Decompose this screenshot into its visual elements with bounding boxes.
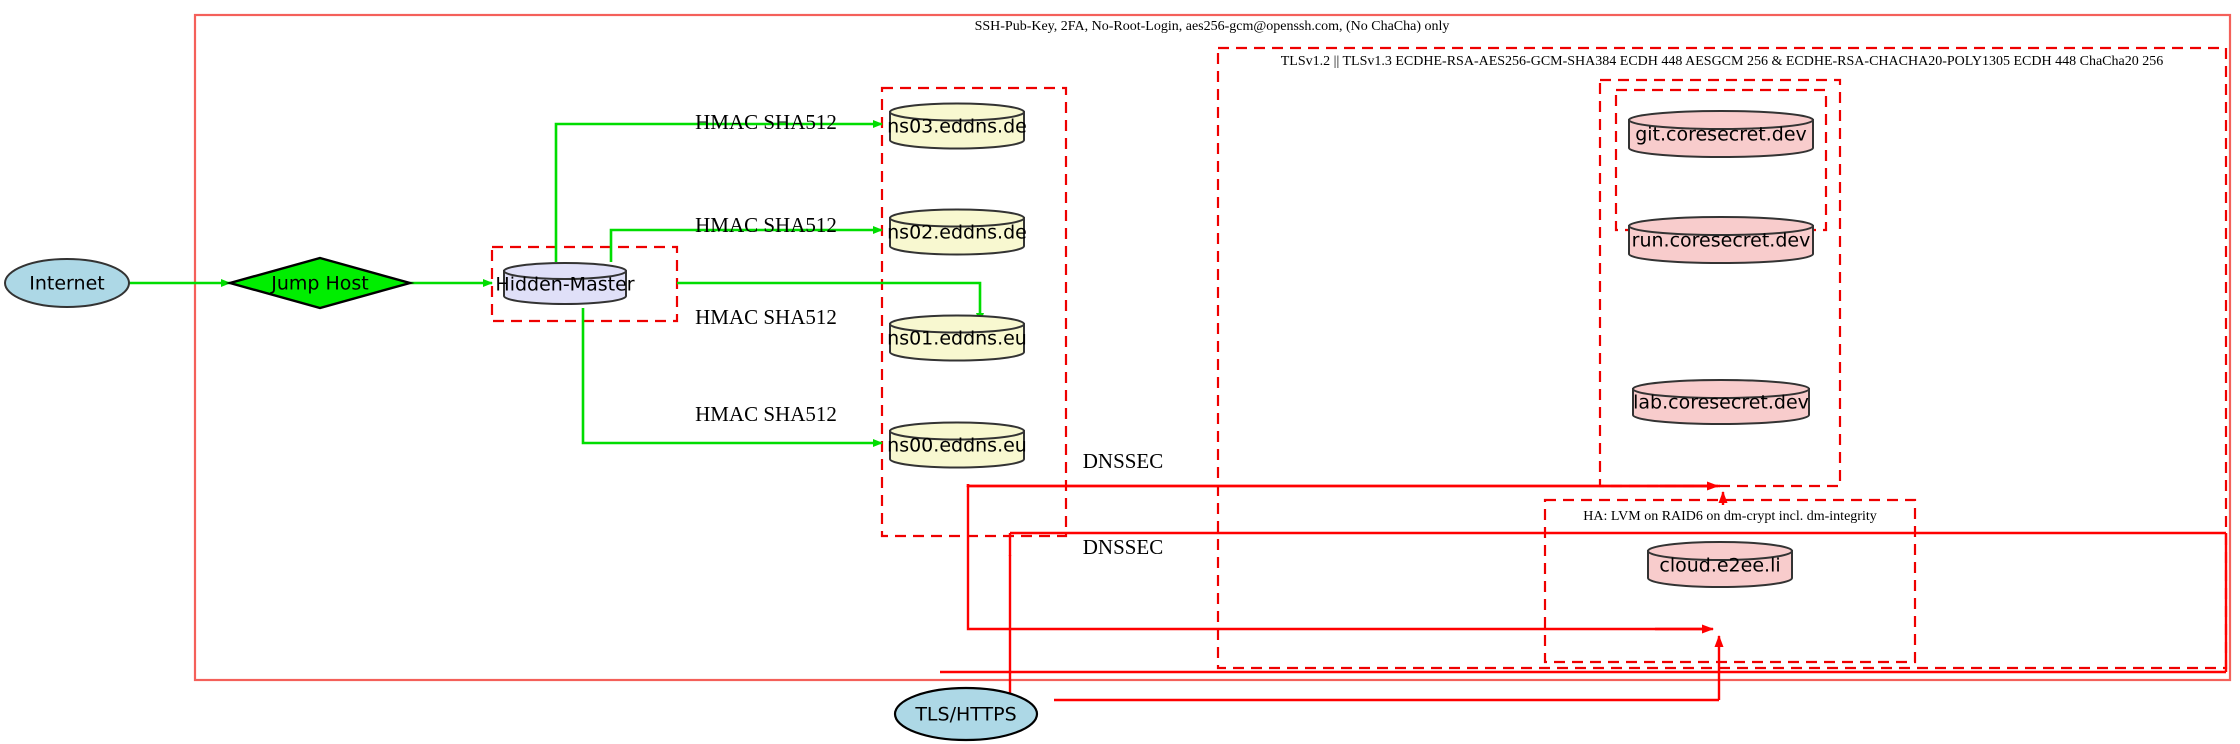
node-lab-label: lab.coresecret.dev: [1633, 392, 1809, 414]
cluster-ssh: SSH-Pub-Key, 2FA, No-Root-Login, aes256-…: [193, 13, 2232, 682]
node-ns01-label: ns01.eddns.eu: [887, 328, 1027, 350]
edge-label-hmac-ns00: HMAC SHA512: [695, 402, 837, 426]
node-ns03[interactable]: ns03.eddns.de: [887, 102, 1027, 150]
node-cloud-label: cloud.e2ee.li: [1659, 555, 1780, 577]
cluster-tls-label: TLSv1.2 || TLSv1.3 ECDHE-RSA-AES256-GCM-…: [1281, 54, 2163, 69]
edge-hiddenmaster-ns00: HMAC SHA512: [581, 308, 883, 447]
node-jump-host[interactable]: Jump Host: [225, 256, 415, 310]
arrow-into-ha: [1655, 624, 1724, 700]
node-tls-https-label: TLS/HTTPS: [914, 704, 1016, 726]
edge-label-hmac-ns02: HMAC SHA512: [695, 213, 837, 237]
edge-hiddenmaster-ns02: HMAC SHA512: [609, 213, 883, 262]
node-hidden-master-label: Hidden-Master: [495, 274, 634, 296]
edge-hiddenmaster-ns03: HMAC SHA512: [554, 110, 883, 262]
node-jump-host-label: Jump Host: [270, 273, 369, 295]
arrow-into-services: [1660, 481, 1728, 505]
edge-label-hmac-ns01: HMAC SHA512: [695, 305, 837, 329]
node-run-coresecret[interactable]: run.coresecret.dev: [1628, 216, 1814, 264]
node-ns02[interactable]: ns02.eddns.de: [887, 208, 1027, 256]
cluster-ha: HA: LVM on RAID6 on dm-crypt incl. dm-in…: [1543, 498, 1917, 664]
cluster-dns: [880, 86, 1068, 538]
edge-label-hmac-ns03: HMAC SHA512: [695, 110, 837, 134]
node-ns00[interactable]: ns00.eddns.eu: [887, 421, 1027, 469]
node-ns00-label: ns00.eddns.eu: [887, 435, 1027, 457]
node-hidden-master[interactable]: Hidden-Master: [495, 262, 635, 305]
cluster-ssh-label: SSH-Pub-Key, 2FA, No-Root-Login, aes256-…: [975, 19, 1450, 34]
edge-label-dnssec-1: DNSSEC: [1083, 449, 1164, 473]
node-internet-label: Internet: [29, 273, 104, 295]
node-git-label: git.coresecret.dev: [1635, 124, 1807, 146]
node-ns01[interactable]: ns01.eddns.eu: [887, 314, 1027, 362]
node-git-coresecret[interactable]: git.coresecret.dev: [1628, 110, 1814, 158]
edge-red-route-a: [966, 484, 1710, 631]
cluster-ha-label: HA: LVM on RAID6 on dm-crypt incl. dm-in…: [1583, 509, 1876, 524]
node-lab-coresecret[interactable]: lab.coresecret.dev: [1632, 379, 1810, 425]
node-internet[interactable]: Internet: [4, 258, 130, 308]
node-ns02-label: ns02.eddns.de: [887, 222, 1027, 244]
node-ns03-label: ns03.eddns.de: [887, 116, 1027, 138]
edge-hiddenmaster-ns01: HMAC SHA512: [677, 281, 984, 329]
edge-label-dnssec-2: DNSSEC: [1083, 535, 1164, 559]
node-tls-https[interactable]: TLS/HTTPS: [893, 686, 1039, 742]
node-cloud-e2ee[interactable]: cloud.e2ee.li: [1647, 541, 1793, 588]
cluster-tls: TLSv1.2 || TLSv1.3 ECDHE-RSA-AES256-GCM-…: [1216, 46, 2228, 670]
node-run-label: run.coresecret.dev: [1632, 230, 1811, 252]
